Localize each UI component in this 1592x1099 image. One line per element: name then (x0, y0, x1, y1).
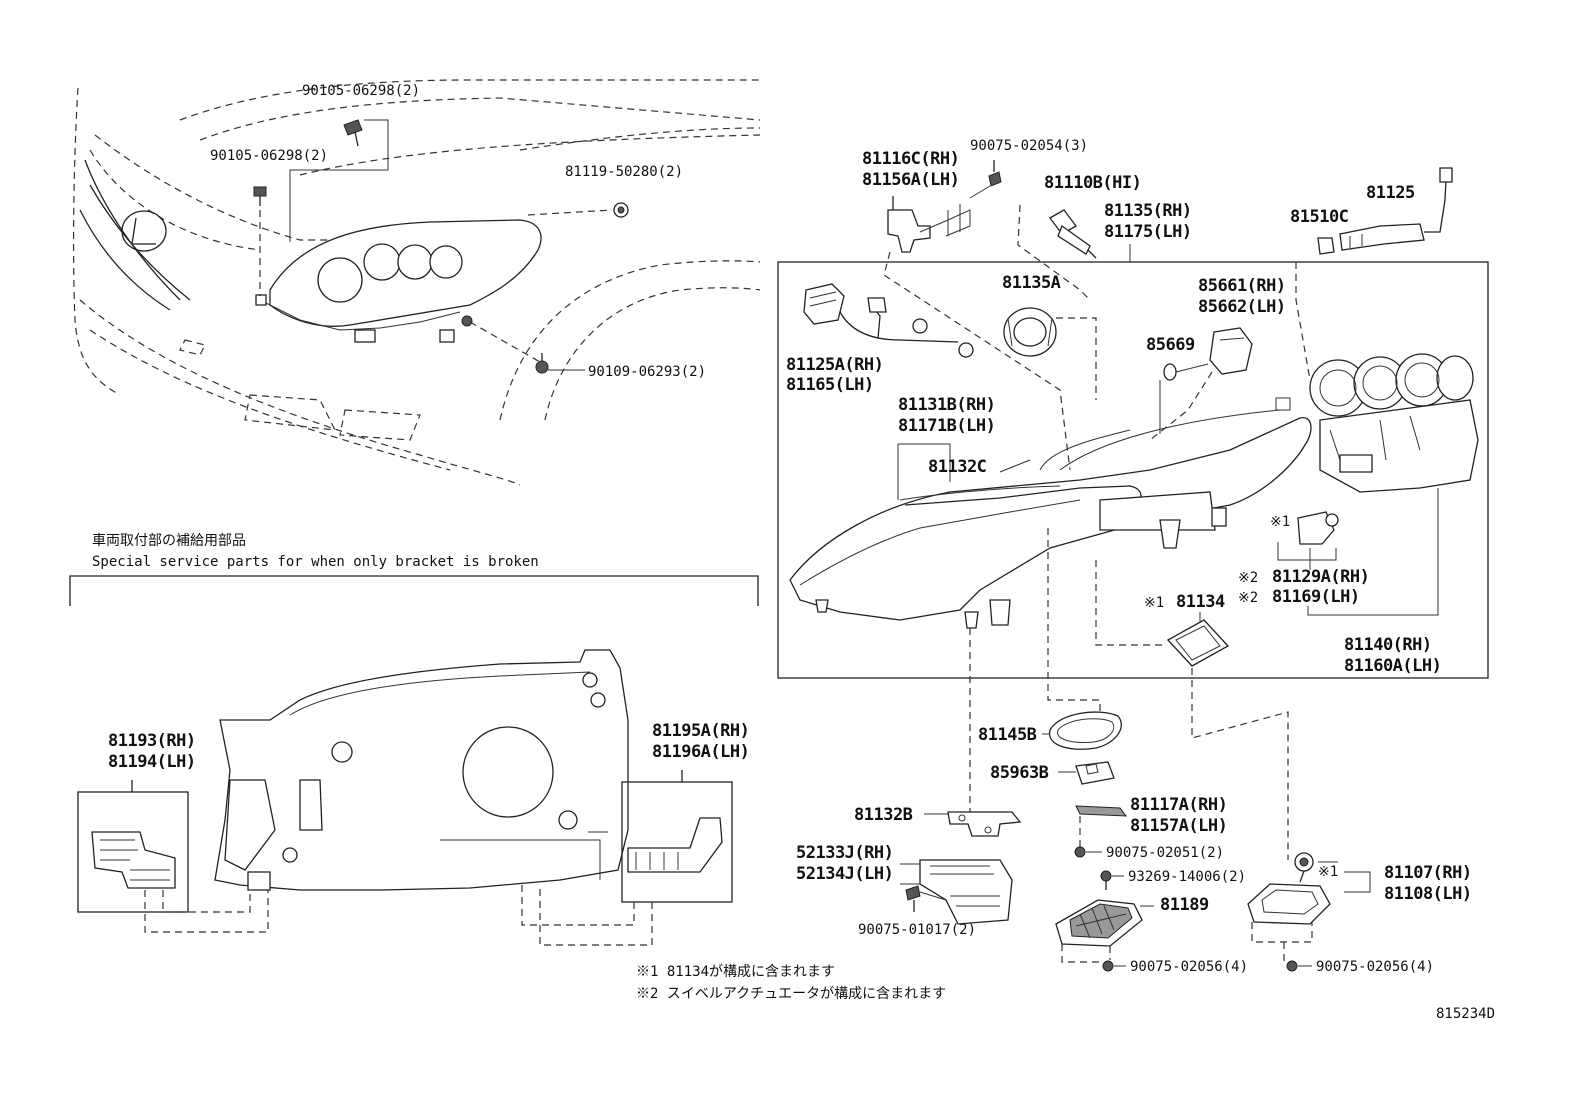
gasket-81134 (1095, 560, 1289, 860)
label-90109-06293: 90109-06293(2) (588, 364, 706, 380)
seal-ring-81145b (1049, 711, 1122, 750)
label-81510c: 81510C (1290, 207, 1348, 227)
label-81108: 81108(LH) (1384, 884, 1472, 904)
label-90075-01017: 90075-01017(2) (858, 922, 976, 938)
label-85963b: 85963B (990, 763, 1049, 783)
cover-81189 (1055, 899, 1154, 963)
vehicle-front-illustration (72, 79, 761, 486)
bulb-81110b (1017, 204, 1097, 301)
label-85669: 85669 (1146, 335, 1195, 355)
label-93269-14006: 93269-14006(2) (1128, 869, 1246, 885)
section-title-en: Special service parts for when only brac… (92, 554, 539, 570)
label-81194: 81194(LH) (108, 752, 196, 772)
projector-unit-81140 (1307, 353, 1479, 616)
assembly-frame (777, 261, 1489, 679)
label-81140: 81140(RH) (1344, 635, 1432, 655)
label-81132b: 81132B (854, 805, 913, 825)
label-81135a: 81135A (1002, 273, 1061, 293)
label-81132c: 81132C (928, 457, 986, 477)
section-title-jp: 車両取付部の補給用部品 (92, 532, 246, 549)
o-ring-85669 (1159, 363, 1209, 434)
label-81119-50280: 81119-50280(2) (565, 164, 683, 180)
label-81125: 81125 (1366, 183, 1415, 203)
screw-90075-02056-a (1102, 960, 1126, 972)
leveling-motor-85661 (1149, 327, 1253, 441)
socket-81135a (1003, 307, 1097, 400)
label-81134: 81134 (1176, 592, 1225, 612)
label-81189: 81189 (1160, 895, 1209, 915)
label-81160a: 81160A(LH) (1344, 656, 1441, 676)
bracket-box-81195a (521, 770, 733, 946)
label-90105-06298-b: 90105-06298(2) (210, 148, 328, 164)
bulb-81510c (1317, 237, 1335, 255)
label-81175-lh: 81175(LH) (1104, 222, 1192, 242)
label-90075-02056-b: 90075-02056(4) (1316, 959, 1434, 975)
note-1: ※1 81134が構成に含まれます (636, 964, 835, 980)
mark-swivel-1: ※1 (1270, 514, 1290, 530)
label-81145b: 81145B (978, 725, 1037, 745)
label-90075-02056-a: 90075-02056(4) (1130, 959, 1248, 975)
bolt-90105-a (289, 119, 389, 242)
label-81110b: 81110B(HI) (1044, 173, 1141, 193)
label-81169: 81169(LH) (1272, 587, 1360, 607)
bracket-52133j (900, 859, 1013, 925)
diagram-id: 815234D (1436, 1006, 1495, 1022)
screw-90075-02056-b (1286, 960, 1312, 972)
label-85662: 85662(LH) (1198, 297, 1286, 317)
mark-swivel-2: ※2 (1238, 570, 1258, 586)
bolt-90105-b (253, 186, 267, 296)
label-81195a: 81195A(RH) (652, 721, 749, 741)
screw-90075-01017 (905, 885, 947, 912)
label-85661: 85661(RH) (1198, 276, 1286, 296)
label-81135-rh: 81135(RH) (1104, 201, 1192, 221)
swivel-actuator-81129a (1277, 511, 1339, 570)
label-81107: 81107(RH) (1384, 863, 1472, 883)
label-81125a: 81125A(RH) (786, 355, 883, 375)
label-81117a: 81117A(RH) (1130, 795, 1227, 815)
mark-gasket: ※1 (1144, 595, 1164, 611)
nut-81119 (527, 202, 629, 218)
label-81129a: 81129A(RH) (1272, 567, 1369, 587)
label-90075-02054: 90075-02054(3) (970, 138, 1088, 154)
label-81193: 81193(RH) (108, 731, 196, 751)
wire-harness-81125a (803, 283, 974, 358)
mark-ballast: ※1 (1318, 864, 1338, 880)
mark-swivel-2b: ※2 (1238, 590, 1258, 606)
label-90105-06298-a: 90105-06298(2) (302, 83, 420, 99)
label-52134j: 52134J(LH) (796, 864, 893, 884)
bracket-box-81193 (77, 780, 269, 933)
screw-93269 (1100, 870, 1124, 890)
screw-90075-02051 (1074, 846, 1102, 858)
label-81131b: 81131B(RH) (898, 395, 995, 415)
label-81165: 81165(LH) (786, 375, 874, 395)
headlamp-lens-assembly (789, 397, 1312, 629)
ballast-81107 (1247, 852, 1338, 962)
label-81196a: 81196A(LH) (652, 742, 749, 762)
screw-90075-02054 (969, 160, 1002, 199)
label-81116c: 81116C(RH) (862, 149, 959, 169)
headlamp-housing-rear-view (214, 649, 629, 891)
label-81171b: 81171B(LH) (898, 416, 995, 436)
bolt-90109 (469, 321, 549, 374)
label-81156a: 81156A(LH) (862, 170, 959, 190)
label-52133j: 52133J(RH) (796, 843, 893, 863)
bracket-81116c (883, 196, 1071, 471)
connector-85963b (1075, 761, 1115, 785)
bracket-81117a (1075, 805, 1128, 848)
note-2: ※2 スイベルアクチュエータが構成に含まれます (636, 986, 946, 1002)
label-90075-02051: 90075-02051(2) (1106, 845, 1224, 861)
harness-81125 (1295, 167, 1453, 381)
label-81157a: 81157A(LH) (1130, 816, 1227, 836)
bracket-81132b (947, 811, 1022, 837)
